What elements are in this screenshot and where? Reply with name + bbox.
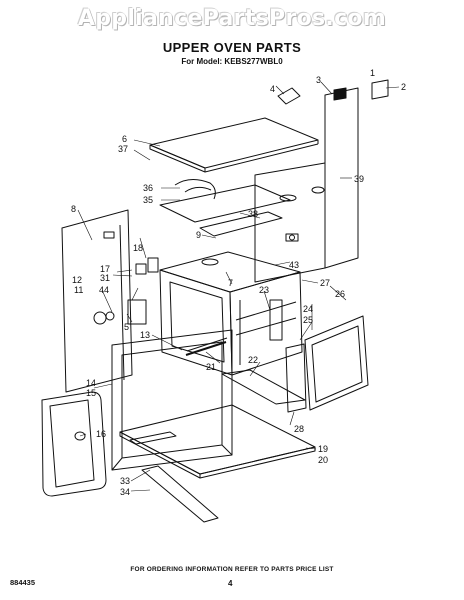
callout-15: 15: [86, 388, 96, 398]
callout-44: 44: [99, 285, 109, 295]
callout-11: 11: [74, 285, 83, 295]
callout-2: 2: [401, 82, 406, 92]
callout-13: 13: [140, 330, 150, 340]
callout-43: 43: [289, 260, 299, 270]
callout-33: 33: [120, 476, 130, 486]
callout-37: 37: [118, 144, 128, 154]
callout-3: 3: [316, 75, 321, 85]
callout-5: 5: [124, 322, 129, 332]
callout-12: 12: [72, 275, 82, 285]
top-bracket-part: [277, 79, 389, 105]
page-number: 4: [228, 579, 233, 588]
callout-20: 20: [318, 455, 328, 465]
callout-23: 23: [259, 285, 269, 295]
watermark: AppliancePartsPros.com: [77, 6, 387, 31]
callout-27: 27: [320, 278, 330, 288]
callout-18: 18: [133, 243, 143, 253]
callout-1: 1: [370, 68, 375, 78]
ordering-note: FOR ORDERING INFORMATION REFER TO PARTS …: [130, 566, 334, 573]
callout-19: 19: [318, 444, 328, 454]
callout-35: 35: [143, 195, 153, 205]
callout-38: 38: [248, 209, 258, 219]
mounting-plate-part: [159, 179, 291, 237]
callout-16: 16: [96, 429, 106, 439]
callout-24: 24: [303, 304, 313, 314]
oven-cavity-part: [159, 251, 303, 376]
bottom-plate-part: [119, 404, 316, 479]
part-callout-labels: 4 2 3 1 6 37 36 35 39 8 38 9 18 43 17 31…: [71, 68, 406, 497]
hinge-bracket-parts: [221, 299, 307, 413]
model-line: For Model: KEBS277WBL0: [181, 57, 283, 66]
callout-25: 25: [303, 315, 313, 325]
callout-34: 34: [120, 487, 130, 497]
callout-28: 28: [294, 424, 304, 434]
callout-9: 9: [196, 230, 201, 240]
diagram-title: UPPER OVEN PARTS: [162, 40, 302, 55]
callout-21: 21: [206, 362, 216, 372]
callout-8: 8: [71, 204, 76, 214]
callout-31: 31: [100, 273, 110, 283]
callout-6: 6: [122, 134, 127, 144]
right-door-panel-part: [304, 315, 369, 411]
door-gasket-part: [41, 391, 107, 497]
callout-36: 36: [143, 183, 153, 193]
callout-17: 17: [100, 264, 110, 274]
callout-26: 26: [335, 289, 345, 299]
callout-7: 7: [228, 278, 233, 288]
control-switch-parts: [93, 257, 159, 325]
callout-4: 4: [270, 84, 275, 94]
callout-22: 22: [248, 355, 258, 365]
callout-14: 14: [86, 378, 96, 388]
rear-panel-part: [254, 87, 359, 283]
document-code: 884435: [10, 578, 36, 587]
top-panel-part: [149, 117, 319, 173]
front-frame-part: [111, 329, 233, 471]
trim-strip-part: [129, 431, 219, 523]
leader-lines: [77, 81, 400, 492]
tube-part: [185, 337, 228, 356]
callout-39: 39: [354, 174, 364, 184]
left-side-panel-part: [61, 209, 133, 393]
